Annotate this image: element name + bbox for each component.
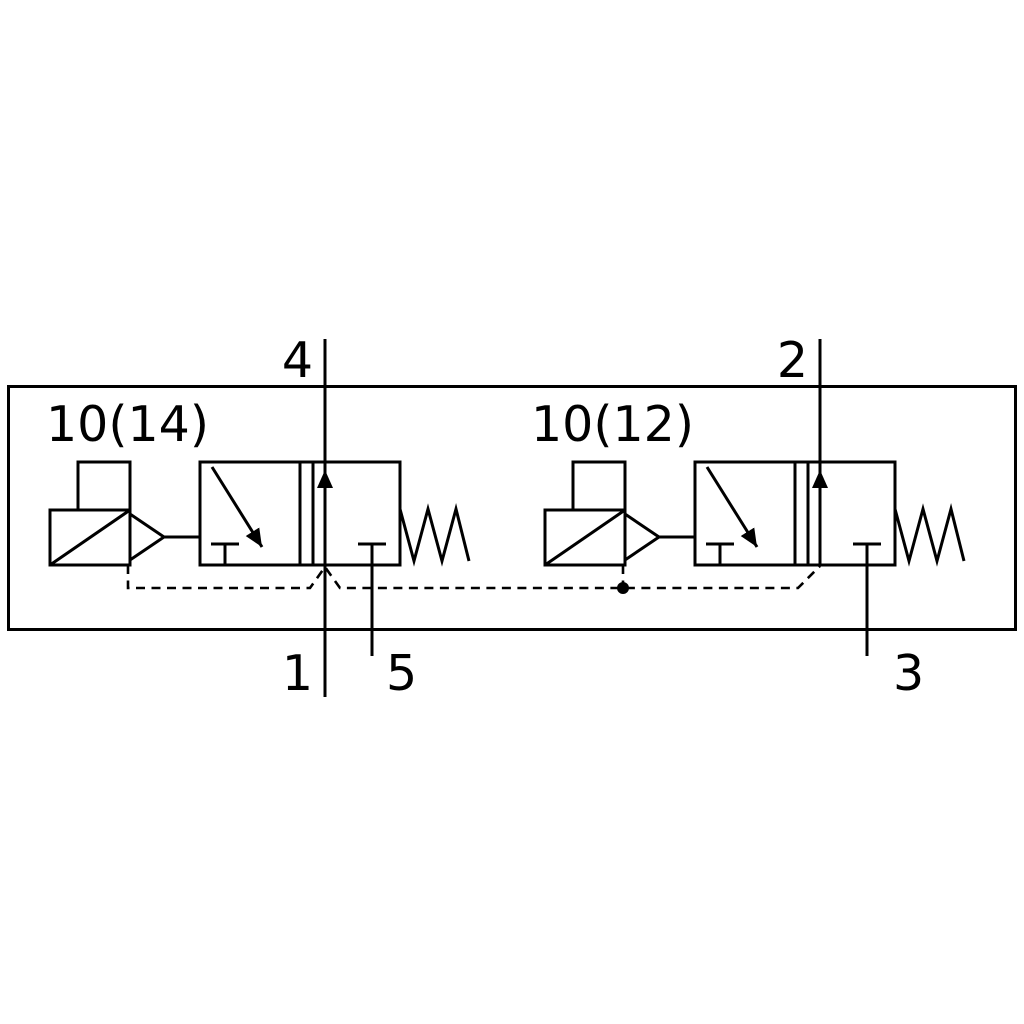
right-pilot-solenoid [543,460,695,567]
label-port-3: 3 [893,645,924,702]
left-valve-spring-icon [398,503,471,567]
left-pilot-solenoid-box [48,508,132,567]
left-pilot-solenoid-diagonal [49,508,131,567]
right-valve-blocked-port-icon [706,542,734,565]
pilot-signal-dashed-line [126,564,821,590]
right-valve-spring-icon [893,503,966,567]
right-pilot-solenoid-diagonal [544,508,626,567]
left-pilot-arrow-icon [129,512,167,562]
left-valve-blocked-port-icon [211,542,239,565]
right-pilot-arrow-icon [624,512,662,562]
label-port-2: 2 [777,332,808,389]
right-valve [693,460,966,567]
label-port-5: 5 [386,645,417,702]
left-valve-blocked-port-2-icon [358,542,386,565]
left-valve [198,460,471,567]
left-valve-exhaust-arrow-icon [210,466,264,548]
right-valve-exhaust-arrow-icon [705,466,759,548]
label-port-1: 1 [282,645,313,702]
label-port-4: 4 [282,332,313,389]
label-right-solenoid: 10(12) [531,396,694,453]
left-pilot-solenoid [48,460,200,567]
right-valve-blocked-port-2-icon [853,542,881,565]
left-pilot-coil-box [76,460,132,512]
pilot-signal-network [126,564,821,594]
manifold-outline [7,385,1017,631]
right-pilot-solenoid-box [543,508,627,567]
right-pilot-coil-box [571,460,627,512]
pilot-junction-dot [617,582,629,594]
label-left-solenoid: 10(14) [46,396,209,453]
